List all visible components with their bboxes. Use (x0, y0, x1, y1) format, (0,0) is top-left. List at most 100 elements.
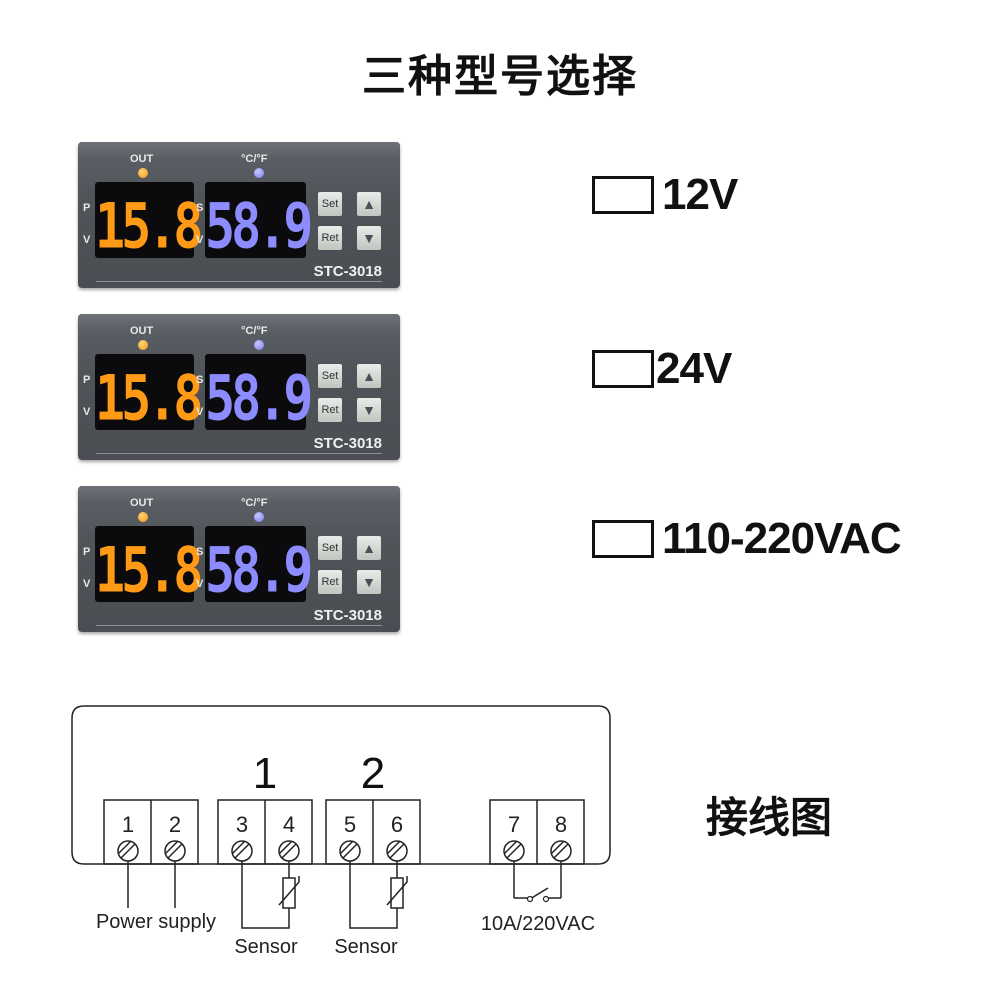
screw-icon (117, 840, 139, 862)
model-label: STC-3018 (313, 435, 382, 452)
down-arrow-button[interactable]: ▼ (357, 226, 381, 250)
option-checkbox[interactable] (592, 176, 654, 214)
divider (96, 453, 382, 454)
sensor-resistor-icon (386, 876, 408, 909)
pv-label-v: V (83, 578, 91, 590)
out-indicator-icon (138, 512, 148, 522)
group-label-1: 1 (253, 749, 277, 798)
pv-value: 15.8 (95, 362, 203, 435)
option-110-220vac[interactable]: 110-220VAC (592, 514, 902, 564)
screw-icon (278, 840, 300, 862)
up-arrow-button[interactable]: ▲ (357, 192, 381, 216)
terminal-number: 4 (283, 812, 295, 837)
sv-display: 58.9 (205, 182, 313, 263)
controller-unit: OUT °C/°F P V 15.8 S V 58.9 Set Ret ▲ ▼ … (78, 486, 400, 632)
option-label: 24V (656, 344, 732, 393)
unit-indicator-icon (254, 512, 264, 522)
terminal-number: 5 (344, 812, 356, 837)
screw-icon (231, 840, 253, 862)
out-indicator-icon (138, 168, 148, 178)
group-label-2: 2 (361, 749, 385, 798)
terminal-number: 7 (508, 812, 520, 837)
screw-icon (164, 840, 186, 862)
pv-display: 15.8 (95, 354, 203, 435)
ret-button[interactable]: Ret (318, 398, 342, 422)
unit-label: °C/°F (241, 153, 268, 165)
sv-label-v: V (196, 234, 204, 246)
unit-label: °C/°F (241, 497, 268, 509)
model-label: STC-3018 (313, 607, 382, 624)
set-button[interactable]: Set (318, 364, 342, 388)
pv-value: 15.8 (95, 534, 203, 607)
page-title: 三种型号选择 (362, 51, 638, 102)
set-button[interactable]: Set (318, 536, 342, 560)
out-label: OUT (130, 153, 154, 165)
sv-label-v: V (196, 406, 204, 418)
sv-value: 58.9 (205, 362, 313, 435)
divider (96, 625, 382, 626)
triangle-down-icon: ▼ (362, 402, 376, 418)
terminal-number: 8 (555, 812, 567, 837)
relay-rating-label: 10A/220VAC (481, 913, 595, 935)
sensor-label: Sensor (334, 936, 398, 958)
model-label: STC-3018 (313, 263, 382, 280)
option-label: 110-220VAC (662, 514, 902, 563)
triangle-up-icon: ▲ (362, 540, 376, 556)
option-checkbox[interactable] (592, 350, 654, 388)
sv-label-v: V (196, 578, 204, 590)
controller-unit: OUT °C/°F P V 15.8 S V 58.9 Set Ret ▲ ▼ … (78, 314, 400, 460)
wiring-diagram-title: 接线图 (706, 793, 833, 842)
terminal-number: 2 (169, 812, 181, 837)
power-supply-label: Power supply (96, 911, 216, 933)
option-label: 12V (662, 170, 738, 219)
ret-button[interactable]: Ret (318, 570, 342, 594)
triangle-down-icon: ▼ (362, 230, 376, 246)
up-arrow-button[interactable]: ▲ (357, 536, 381, 560)
down-arrow-button[interactable]: ▼ (357, 398, 381, 422)
triangle-down-icon: ▼ (362, 574, 376, 590)
triangle-up-icon: ▲ (362, 368, 376, 384)
sv-display: 58.9 (205, 526, 313, 607)
terminal-number: 1 (122, 812, 134, 837)
pv-label-p: P (83, 374, 91, 386)
option-24v[interactable]: 24V (592, 344, 732, 394)
sv-label-s: S (196, 546, 204, 558)
screw-icon (503, 840, 525, 862)
sv-display: 58.9 (205, 354, 313, 435)
out-label: OUT (130, 497, 154, 509)
sv-label-s: S (196, 374, 204, 386)
terminal-number: 6 (391, 812, 403, 837)
controller-unit: OUT °C/°F P V 15.8 S V 58.9 Set Ret ▲ ▼ … (78, 142, 400, 288)
up-arrow-button[interactable]: ▲ (357, 364, 381, 388)
down-arrow-button[interactable]: ▼ (357, 570, 381, 594)
sv-value: 58.9 (205, 534, 313, 607)
pv-label-v: V (83, 406, 91, 418)
triangle-up-icon: ▲ (362, 196, 376, 212)
screw-icon (386, 840, 408, 862)
unit-label: °C/°F (241, 325, 268, 337)
screw-icon (339, 840, 361, 862)
terminal-number: 3 (236, 812, 248, 837)
screw-icon (550, 840, 572, 862)
sv-value: 58.9 (205, 190, 313, 263)
pv-display: 15.8 (95, 526, 203, 607)
pv-value: 15.8 (95, 190, 203, 263)
out-indicator-icon (138, 340, 148, 350)
pv-display: 15.8 (95, 182, 203, 263)
pv-label-p: P (83, 546, 91, 558)
sensor-resistor-icon (278, 876, 300, 909)
unit-indicator-icon (254, 340, 264, 350)
device-outline (71, 705, 611, 865)
out-label: OUT (130, 325, 154, 337)
ret-button[interactable]: Ret (318, 226, 342, 250)
sv-label-s: S (196, 202, 204, 214)
pv-label-v: V (83, 234, 91, 246)
unit-indicator-icon (254, 168, 264, 178)
option-checkbox[interactable] (592, 520, 654, 558)
set-button[interactable]: Set (318, 192, 342, 216)
sensor-label: Sensor (234, 936, 298, 958)
option-12v[interactable]: 12V (592, 170, 738, 220)
divider (96, 281, 382, 282)
pv-label-p: P (83, 202, 91, 214)
